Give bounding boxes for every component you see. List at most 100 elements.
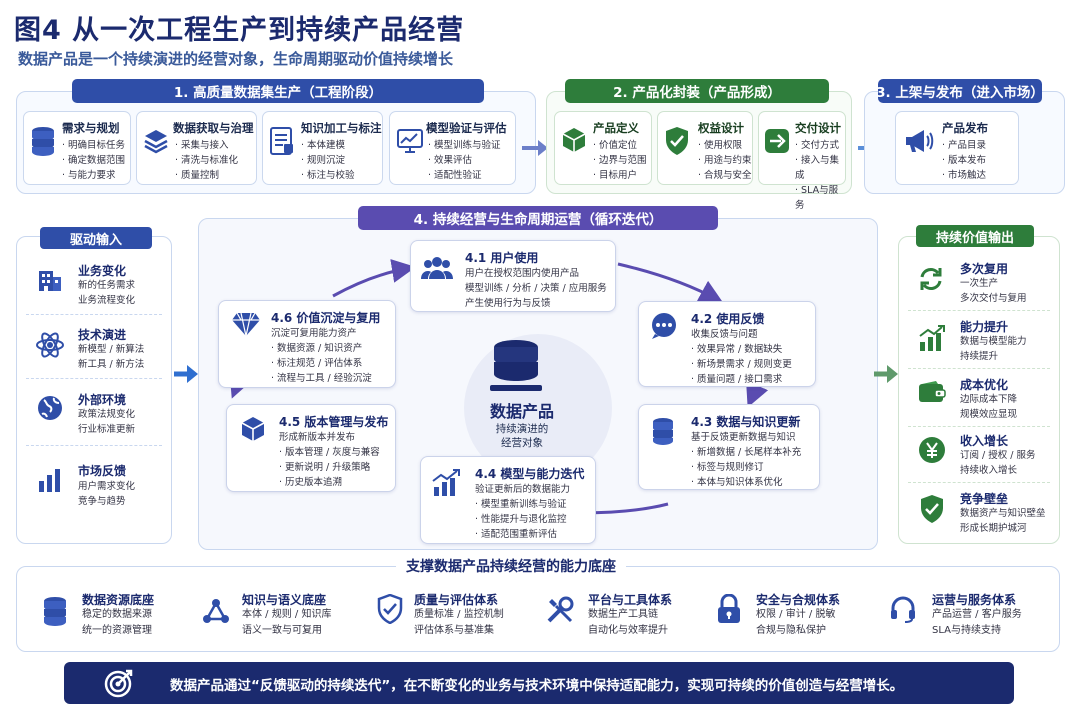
foundation-desc: 稳定的数据来源统一的资源管理 (82, 609, 152, 636)
users-icon (421, 255, 453, 281)
center-title: 数据产品 (490, 402, 555, 421)
stage3-header: 3. 上架与发布（进入市场） (876, 79, 1044, 103)
list-item: · 价值定位 (593, 140, 638, 151)
node-title: 4.1 用户使用 (465, 251, 539, 265)
output-title: 成本优化 (960, 378, 1009, 392)
arrow-right-icon (174, 365, 198, 383)
driver-desc: 政策法规变化行业标准更新 (78, 409, 136, 435)
stage1-card-model: 模型验证与评估 · 模型训练与验证 · 效果评估 · 适配性验证 (389, 111, 516, 185)
node-title: 4.5 版本管理与发布 (279, 415, 389, 429)
megaphone-icon (904, 128, 934, 154)
list-item: · 产品目录 (942, 140, 987, 151)
tools-icon (546, 596, 574, 624)
driver-desc: 新的任务需求业务流程变化 (78, 280, 136, 306)
drivers-header: 驱动输入 (40, 227, 152, 249)
list-item: · 明确目标任务 (62, 140, 126, 151)
card-title: 产品定义 (593, 121, 639, 135)
building-icon (36, 265, 64, 293)
monitor-chart-icon (397, 128, 423, 154)
stage2-card-delivery: 交付设计 · 交付方式 · 接入与集成 · SLA与服务 (758, 111, 846, 211)
list-item: · 目标用户 (593, 170, 638, 181)
output-desc: 数据与模型能力持续提升 (960, 336, 1027, 362)
card-title: 权益设计 (698, 121, 744, 135)
list-item: · 与能力要求 (62, 170, 116, 181)
node-desc: 形成新版本并发布· 版本管理 / 灰度与兼容· 更新说明 / 升级策略· 历史版… (279, 432, 380, 488)
node-desc: 沉淀可复用能力资产· 数据资源 / 知识资产· 标注规范 / 评估体系· 流程与… (271, 328, 372, 384)
divider (908, 426, 1050, 427)
shield-check-icon (664, 126, 690, 156)
cube-icon (239, 415, 267, 443)
cycle-node-4-2: 4.2 使用反馈 收集反馈与问题· 效果异常 / 数据缺失· 新场景需求 / 规… (638, 301, 816, 387)
foundation-desc: 质量标准 / 监控机制评估体系与基准集 (414, 609, 504, 636)
list-item: · 模型训练与验证 (428, 140, 501, 151)
list-item: · 交付方式 (795, 140, 840, 151)
list-item: · 市场触达 (942, 170, 987, 181)
foundation-title: 运营与服务体系 (932, 593, 1017, 607)
growth-chart-icon (918, 324, 946, 352)
refresh-icon (918, 266, 944, 292)
cycle-node-4-1: 4.1 用户使用 用户在授权范围内使用产品模型训练 / 分析 / 决策 / 应用… (410, 240, 616, 312)
list-item: · 使用权限 (698, 140, 743, 151)
driver-title: 业务变化 (78, 264, 127, 278)
chat-bubble-icon (649, 312, 679, 340)
cycle-node-4-3: 4.3 数据与知识更新 基于反馈更新数据与知识· 新增数据 / 长尾样本补充· … (638, 404, 820, 490)
page-subtitle: 数据产品是一个持续演进的经营对象，生命周期驱动价值持续增长 (18, 50, 454, 68)
target-icon (104, 668, 134, 698)
diamond-icon (231, 311, 261, 337)
card-list: · 明确目标任务 · 确定数据范围 · 与能力要求 (62, 138, 125, 183)
database-icon (651, 417, 675, 445)
bar-chart-icon (37, 467, 63, 493)
foundation-title: 质量与评估体系 (414, 593, 499, 607)
card-title: 产品发布 (942, 121, 988, 135)
list-item: · 合规与安全 (698, 170, 752, 181)
output-title: 能力提升 (960, 320, 1009, 334)
stage1-header: 1. 高质量数据集生产（工程阶段） (72, 79, 484, 103)
card-title: 交付设计 (795, 121, 841, 135)
headset-icon (889, 595, 917, 623)
card-list: · 交付方式 · 接入与集成 · SLA与服务 (795, 138, 845, 213)
database-icon (30, 126, 56, 156)
summary-banner (64, 662, 1014, 704)
card-list: · 采集与接入 · 清洗与标准化 · 质量控制 (175, 138, 238, 183)
stage1-card-knowledge: 知识加工与标注 · 本体建模 · 规则沉淀 · 标注与校验 (262, 111, 383, 185)
node-title: 4.6 价值沉淀与复用 (271, 311, 381, 325)
node-desc: 基于反馈更新数据与知识· 新增数据 / 长尾样本补充· 标签与规则修订· 本体与… (691, 432, 802, 488)
cycle-node-4-5: 4.5 版本管理与发布 形成新版本并发布· 版本管理 / 灰度与兼容· 更新说明… (226, 404, 396, 492)
list-item: · SLA与服务 (795, 185, 839, 211)
driver-desc: 用户需求变化竞争与趋势 (78, 481, 136, 507)
output-title: 收入增长 (960, 434, 1009, 448)
page-title: 图4 从一次工程生产到持续产品经营 (14, 15, 465, 46)
lock-icon (716, 594, 742, 624)
banner-text: 数据产品通过“反馈驱动的持续迭代”，在不断变化的业务与技术环境中保持适配能力，实… (170, 678, 904, 694)
card-title: 数据获取与治理 (173, 121, 254, 135)
driver-desc: 新模型 / 新算法新工具 / 新方法 (78, 344, 145, 370)
foundation-title: 知识与语义底座 (242, 593, 327, 607)
list-item: · 本体建模 (301, 140, 346, 151)
list-item: · 规则沉淀 (301, 155, 346, 166)
wallet-icon (918, 380, 946, 404)
foundation-title: 数据资源底座 (82, 593, 155, 607)
card-title: 知识加工与标注 (301, 121, 382, 135)
driver-title: 外部环境 (78, 393, 127, 407)
divider (908, 310, 1050, 311)
network-icon (202, 597, 230, 625)
list-item: · 标注与校验 (301, 170, 355, 181)
database-icon (42, 596, 68, 626)
node-title: 4.2 使用反馈 (691, 312, 765, 326)
outputs-header: 持续价值输出 (916, 225, 1034, 247)
output-title: 竞争壁垒 (960, 492, 1009, 506)
list-item: · 接入与集成 (795, 155, 840, 181)
output-desc: 一次生产多次交付与复用 (960, 278, 1027, 304)
stage2-header: 2. 产品化封装（产品形成） (565, 79, 829, 103)
card-title: 需求与规划 (62, 121, 120, 135)
divider (908, 368, 1050, 369)
list-item: · 确定数据范围 (62, 155, 126, 166)
driver-title: 市场反馈 (78, 464, 127, 478)
list-item: · 采集与接入 (175, 140, 229, 151)
stage2-card-rights: 权益设计 · 使用权限 · 用途与约束 · 合规与安全 (657, 111, 753, 185)
node-desc: 验证更新后的数据能力· 模型重新训练与验证· 性能提升与退化监控· 适配范围重新… (475, 484, 571, 540)
foundation-title: 安全与合规体系 (756, 593, 841, 607)
atom-icon (35, 330, 65, 360)
card-list: · 模型训练与验证 · 效果评估 · 适配性验证 (428, 138, 501, 183)
